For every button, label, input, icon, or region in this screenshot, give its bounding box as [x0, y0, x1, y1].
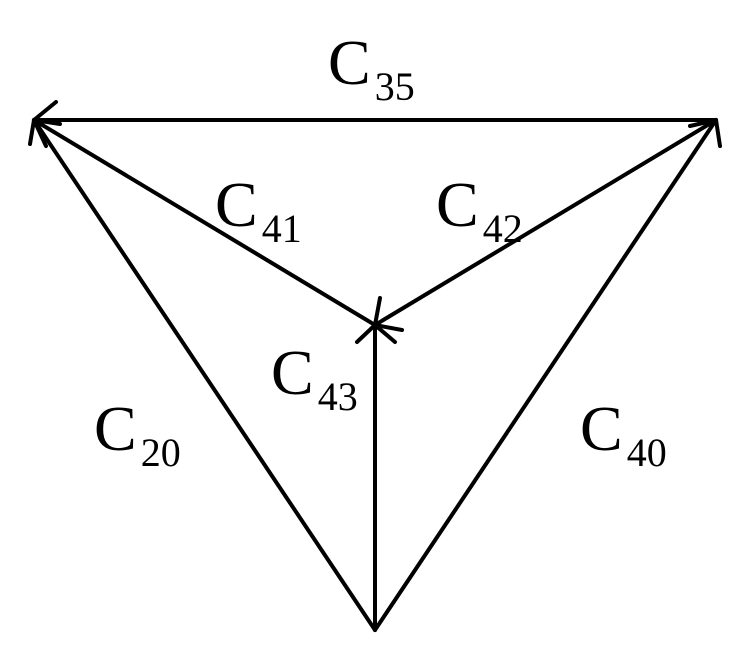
edge-c41-arrow — [32, 118, 377, 327]
arrowhead-left-vertex-lower-icon — [28, 118, 48, 148]
edge-c20-arrow — [32, 118, 377, 632]
arrowhead-right-vertex-icon — [688, 118, 722, 148]
edge-c42-arrow — [373, 118, 718, 327]
edge-c40-arrow — [373, 118, 718, 632]
arrowhead-center-vertex-right-icon — [373, 323, 404, 344]
